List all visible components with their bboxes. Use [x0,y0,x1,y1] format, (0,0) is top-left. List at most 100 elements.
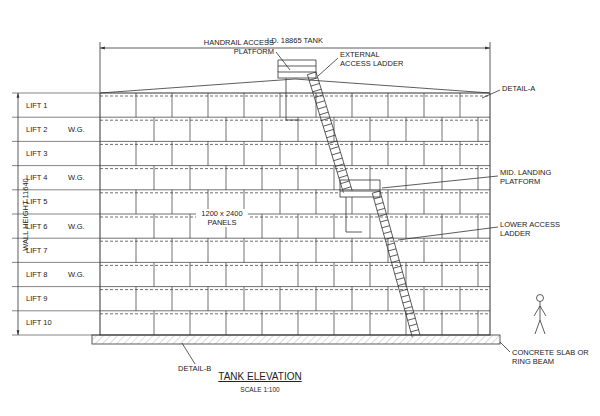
drawing-line [393,266,401,268]
drawing-line [320,112,329,115]
drawing-line [298,262,299,286]
wind-girder-label: W.G. [68,270,94,279]
drawing-line [311,83,320,86]
drawing-line [12,93,100,94]
drawing-line [244,93,245,117]
drawing-line [370,214,371,238]
drawing-line [244,141,245,165]
drawing-line [334,214,335,238]
drawing-line [309,78,318,81]
drawing-line [280,190,281,214]
drawing-line [12,117,100,118]
drawing-line [280,287,281,311]
drawing-line [442,117,443,141]
drawing-line [100,265,490,266]
drawing-line [12,310,100,311]
drawing-line [334,262,335,286]
drawing-line [100,189,490,190]
drawing-line [370,262,371,286]
drawing-line [208,93,209,117]
wind-girder-label: W.G. [68,173,94,182]
callout-label: WALL HEIGHT 11640 [21,170,30,260]
drawing-line [411,330,419,332]
drawing-line [424,287,425,311]
drawing-line [12,286,100,287]
drawing-line [12,165,100,166]
drawing-line [280,93,281,117]
drawing-line [316,190,317,214]
drawing-line [337,170,346,173]
drawing-line [370,117,371,141]
lift-label: LIFT 4 [26,173,62,182]
drawing-line [409,324,417,326]
drawing-line [100,313,490,314]
drawing-line [334,158,343,161]
drawing-line [478,117,479,141]
drawing-line [100,96,490,97]
lift-label: LIFT 9 [26,294,62,303]
drawing-line [172,141,173,165]
drawing-line [460,287,461,311]
drawing-line [316,287,317,311]
drawing-line [262,262,263,286]
drawing-line [400,289,408,291]
drawing-line [442,311,443,335]
drawing-line [100,144,490,145]
drawing-line [190,262,191,286]
drawing-line [313,89,322,92]
drawing-line [424,93,425,117]
drawing-line [330,147,339,150]
drawing-line [226,262,227,286]
drawing-line [316,72,352,190]
drawing-line [208,238,209,262]
drawing-line [136,93,137,117]
drawing-line [478,262,479,286]
drawing-line [262,166,263,190]
drawing-line [154,262,155,286]
drawing-line [408,318,416,320]
drawing-line [262,311,263,335]
drawing-line [12,262,100,263]
drawing-line [262,214,263,238]
lift-label: LIFT 10 [26,318,62,327]
drawing-line [208,287,209,311]
drawing-line [335,164,344,167]
drawing-line [314,95,323,98]
drawing-line [12,141,100,142]
drawing-line [401,295,409,297]
drawing-title: TANK ELEVATION [200,371,320,383]
drawing-line [226,117,227,141]
drawing-line [154,117,155,141]
drawing-line [385,237,393,239]
drawing-line [379,214,387,216]
drawing-line [388,93,389,117]
drawing-line [208,141,209,165]
callout-label: HANDRAIL ACCESS PLATFORM [200,38,274,56]
drawing-line [136,287,137,311]
drawing-line [190,311,191,335]
drawing-line [321,118,330,121]
drawing-line [352,141,353,165]
drawing-line [478,311,479,335]
drawing-line [280,238,281,262]
drawing-line [100,141,490,142]
drawing-line [100,192,490,193]
callout-label: CONCRETE SLAB OR RING BEAM [512,348,592,366]
drawing-line [100,117,490,118]
drawing-line [424,141,425,165]
drawing-line [478,214,479,238]
drawing-line [442,262,443,286]
drawing-line [154,311,155,335]
wind-girder-label: W.G. [68,125,94,134]
drawing-line [380,220,388,222]
drawing-line [100,286,490,287]
drawing-line [298,166,299,190]
drawing-line [325,129,334,132]
callout-label: LOWER ACCESS LADDER [500,220,580,238]
drawing-line [342,187,351,190]
drawing-line [316,101,325,104]
drawing-line [327,135,336,138]
drawing-line [372,193,412,337]
drawing-line [298,311,299,335]
drawing-line [377,208,385,210]
